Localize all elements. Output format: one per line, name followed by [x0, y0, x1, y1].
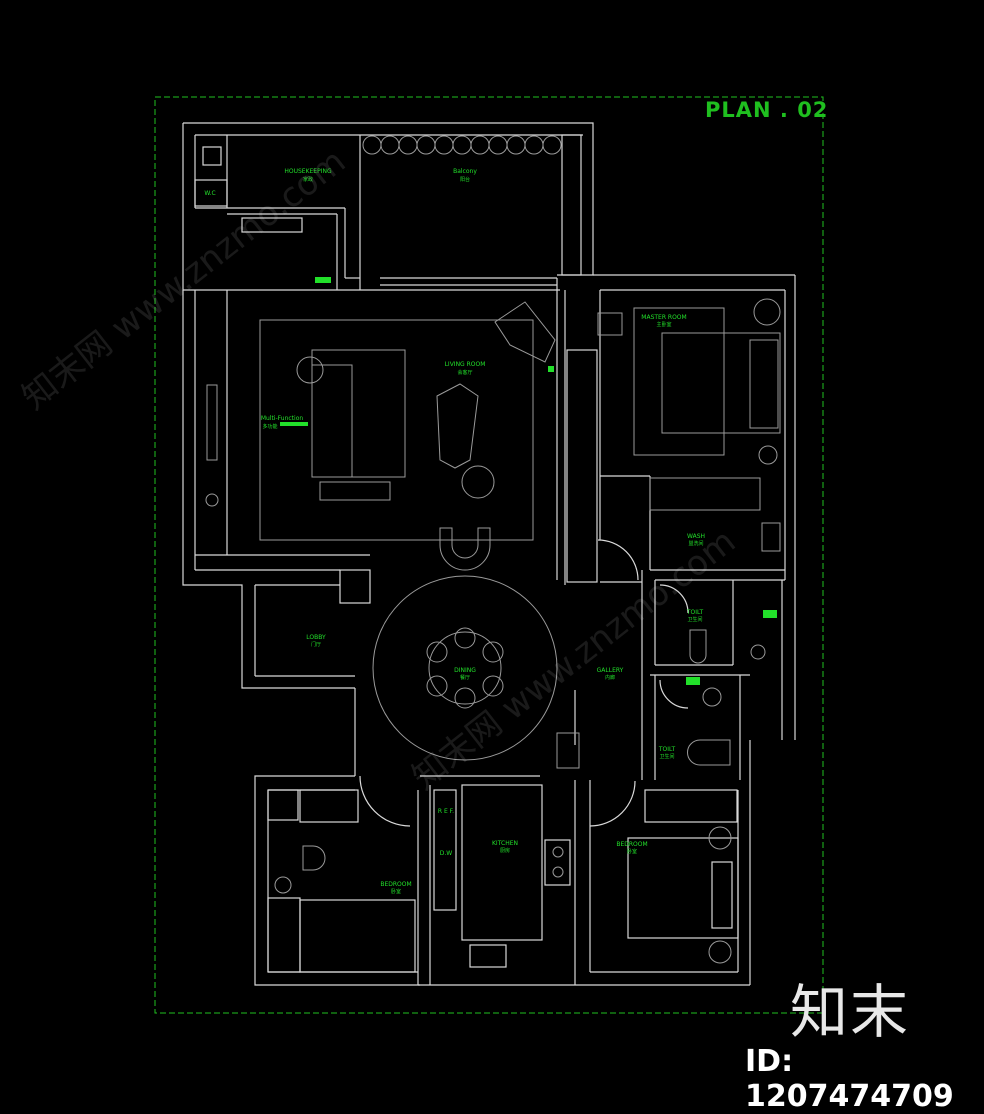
room-label-cn: 卧室	[627, 848, 637, 855]
room-label: MASTER ROOM	[641, 314, 686, 321]
room-label-cn: 卫生间	[687, 616, 702, 623]
room-label: TOILT	[658, 746, 676, 753]
watermark-id: ID: 1207474709	[745, 1044, 954, 1114]
plan-frame	[154, 96, 824, 1014]
room-label-cn: 家政	[303, 176, 313, 183]
room-label-cn: 内廊	[605, 674, 615, 681]
watermark-logo: 知末	[790, 978, 911, 1046]
room-label: R E F.	[438, 808, 454, 815]
room-label-cn: 阳台	[460, 176, 470, 183]
fixture-marks	[280, 277, 777, 685]
room-label: GALLERY	[597, 667, 624, 674]
room-label-cn: 门厅	[311, 641, 321, 648]
room-label: Multi-Function	[261, 415, 304, 422]
room-label: HOUSEKEEPING	[284, 168, 332, 175]
room-labels: HOUSEKEEPING 家政 Balcony 阳台 W.C LIVING RO…	[204, 168, 705, 895]
walls	[182, 122, 796, 986]
room-label: LIVING ROOM	[445, 361, 486, 368]
room-label-cn: 厨房	[500, 847, 510, 854]
room-label: WASH	[687, 533, 705, 540]
room-label: BEDROOM	[616, 841, 647, 848]
room-label: D.W	[440, 850, 453, 857]
room-label: W.C	[204, 190, 215, 197]
room-label-cn: 卧室	[391, 888, 401, 895]
room-label-cn: 多功能	[262, 423, 277, 430]
room-label-cn: 会客厅	[457, 369, 472, 376]
room-label: KITCHEN	[492, 840, 518, 847]
room-label-cn: 餐厅	[460, 674, 470, 681]
room-label-cn: 卫生间	[659, 753, 674, 760]
room-label: LOBBY	[306, 634, 326, 641]
furniture	[205, 135, 781, 964]
room-label-cn: 盥洗间	[688, 540, 703, 547]
room-label: TOILT	[686, 609, 704, 616]
room-label-cn: 主卧室	[656, 321, 671, 328]
room-label: DINING	[454, 667, 476, 674]
balcony-planters	[362, 135, 562, 155]
room-label: Balcony	[453, 168, 477, 175]
room-label: BEDROOM	[380, 881, 411, 888]
plan-title: PLAN . 02	[705, 98, 829, 122]
